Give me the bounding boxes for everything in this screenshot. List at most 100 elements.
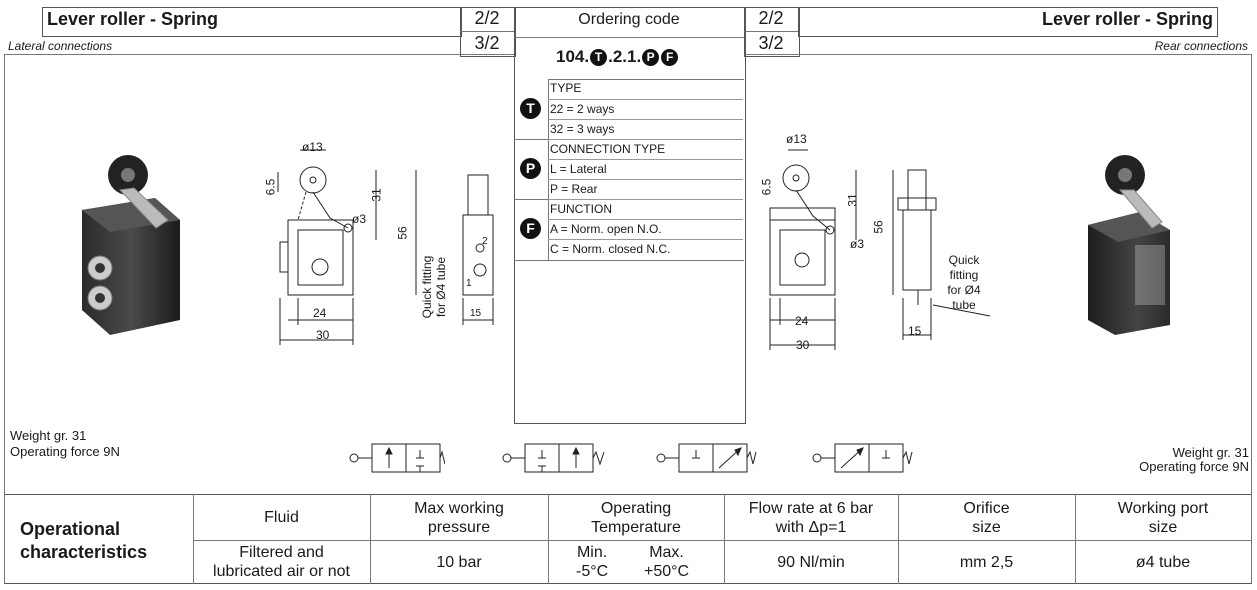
table-bottom-line: [4, 583, 1252, 584]
left-subtitle: Lateral connections: [8, 39, 113, 53]
ordering-sep-1: [514, 139, 548, 140]
conn-option-lateral: L = Lateral: [548, 159, 743, 178]
code-symbol-F: F: [661, 49, 679, 67]
table-row-title-1: Operational: [20, 519, 121, 539]
table-left: [4, 494, 5, 584]
type-option-32: 32 = 3 ways: [548, 119, 743, 138]
header-orifice: Orifice size: [963, 499, 1010, 536]
ways-divider-right: [744, 31, 798, 32]
frame-left: [4, 54, 5, 494]
right-quick-line2: fitting: [949, 268, 979, 282]
temp-max: Max. +50°C: [644, 543, 689, 581]
left-dim-24: 24: [313, 306, 327, 320]
code-symbol-T: T: [590, 49, 608, 67]
ways-right-bottom: 3/2: [758, 33, 784, 53]
ways-box-right: [744, 7, 800, 57]
table-col-5: [898, 494, 899, 584]
ordering-sep-2: [514, 199, 548, 200]
right-dim-65: 6.5: [759, 178, 774, 196]
ordering-code-panel: [514, 7, 746, 424]
left-technical-drawing: [277, 149, 494, 345]
left-quick-line1: Quick fitting: [420, 255, 434, 319]
value-temperature: Min. -5°C Max. +50°C: [548, 543, 724, 583]
right-dim-24: 24: [795, 314, 809, 328]
ordering-top-line: [548, 79, 744, 80]
right-dim-d3: ø3: [850, 237, 865, 251]
symbol-2-2-nc: [502, 443, 605, 473]
table-col-1: [193, 494, 194, 584]
value-port: ø4 tube: [1135, 553, 1191, 571]
right-title-box: [798, 7, 1218, 37]
right-quick-fitting-label: Quick fitting for Ø4 tube: [942, 253, 986, 313]
right-dim-56: 56: [871, 220, 886, 234]
table-top-line: [4, 494, 1252, 495]
right-quick-line4: tube: [952, 298, 976, 312]
ways-box-left: [460, 7, 516, 57]
ordering-inner-left: [548, 79, 549, 260]
right-dim-15: 15: [908, 324, 922, 338]
func-option-nc: C = Norm. closed N.C.: [548, 239, 743, 258]
ways-left-bottom: 3/2: [474, 33, 500, 53]
conn-symbol-P: P: [520, 158, 541, 179]
ordering-title-divider: [514, 37, 744, 38]
table-col-3: [548, 494, 549, 584]
right-technical-drawing: [769, 149, 991, 350]
left-dim-65: 6.5: [263, 178, 278, 196]
left-title: Lever roller - Spring: [47, 9, 219, 29]
conn-option-rear: P = Rear: [548, 179, 743, 198]
ways-divider-left: [460, 31, 514, 32]
right-force: Operating force 9N: [1139, 459, 1249, 474]
symbol-3-2-nc: [812, 443, 913, 473]
func-option-no: A = Norm. open N.O.: [548, 219, 743, 238]
temp-min: Min. -5°C: [576, 543, 608, 581]
func-header: FUNCTION: [548, 199, 743, 218]
right-dim-30: 30: [796, 338, 810, 352]
header-divider-left: [4, 54, 514, 55]
header-flow: Flow rate at 6 bar with Δp=1: [748, 499, 874, 536]
right-dim-31: 31: [845, 193, 860, 207]
ordering-code-title: Ordering code: [578, 11, 680, 28]
table-mid-line: [193, 540, 1252, 541]
header-divider-right: [744, 54, 1252, 55]
temp-min-value: -5°C: [576, 563, 609, 580]
code-mid: .2.1.: [608, 47, 642, 66]
right-quick-line1: Quick: [948, 253, 980, 267]
ways-left-top: 2/2: [474, 8, 500, 28]
left-port-1: 1: [466, 278, 472, 289]
symbol-2-2-no: [349, 443, 445, 473]
value-orifice: mm 2,5: [959, 553, 1014, 571]
left-quick-fitting-label: Quick fitting for Ø4 tube: [384, 122, 448, 319]
table-col-6: [1075, 494, 1076, 584]
left-dim-31: 31: [369, 188, 384, 202]
ordering-bottom-line: [514, 260, 744, 261]
value-flow: 90 Nl/min: [777, 553, 845, 571]
value-pressure: 10 bar: [436, 553, 482, 571]
right-weight: Weight gr. 31: [1172, 445, 1249, 460]
right-subtitle: Rear connections: [1154, 39, 1248, 53]
left-port-2: 2: [482, 236, 488, 247]
table-row-title: Operational characteristics: [20, 518, 147, 564]
temp-max-value: +50°C: [644, 563, 690, 580]
header-fluid: Fluid: [264, 509, 299, 526]
right-title: Lever roller - Spring: [1041, 9, 1213, 29]
left-quick-line2: for Ø4 tube: [434, 256, 448, 318]
table-row-title-2: characteristics: [20, 542, 148, 562]
left-dim-15: 15: [470, 308, 482, 319]
type-header: TYPE: [550, 81, 582, 95]
code-symbol-P: P: [642, 49, 660, 67]
temp-min-label: Min.: [576, 544, 608, 561]
frame-right: [1251, 54, 1252, 494]
type-symbol-T: T: [520, 98, 541, 119]
ways-right-top: 2/2: [758, 8, 784, 28]
code-prefix: 104.: [556, 47, 590, 66]
type-option-22: 22 = 2 ways: [548, 99, 743, 118]
left-dim-d13: ø13: [302, 140, 323, 154]
left-title-box: [42, 7, 462, 37]
left-force: Operating force 9N: [10, 444, 120, 459]
right-product-photo: [1088, 155, 1170, 335]
value-fluid: Filtered and lubricated air or not: [213, 544, 350, 580]
table-col-4: [724, 494, 725, 584]
symbol-3-2-no: [656, 443, 757, 473]
temp-max-label: Max.: [649, 544, 684, 561]
